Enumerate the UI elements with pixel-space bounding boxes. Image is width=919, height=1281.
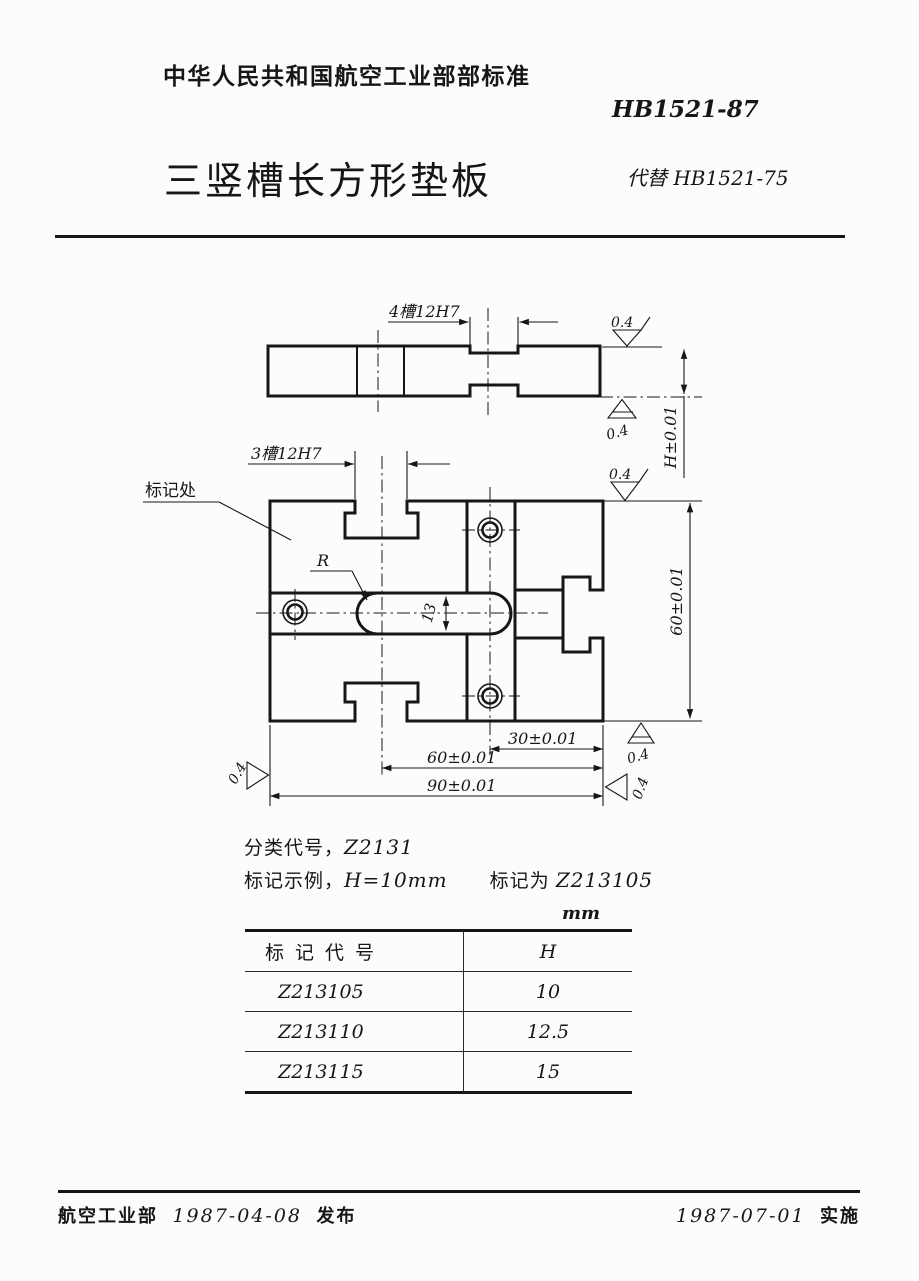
cell-h: 12.5 — [463, 1012, 632, 1051]
surface-finish-mark: 0.4 — [604, 773, 653, 802]
surface-finish-mark: 0.4 — [600, 396, 702, 444]
table-row: Z213115 15 — [245, 1051, 632, 1091]
implementation-label: 实施 — [820, 1206, 860, 1226]
table-row: Z213110 12.5 — [245, 1011, 632, 1051]
height-dimension: H±0.01 — [661, 349, 688, 478]
footer-issue: 航空工业部 1987-04-08 发布 — [58, 1202, 356, 1228]
marking-example-note: 标记示例，H=10mm 标记为 Z213105 — [244, 866, 653, 893]
svg-text:0.4: 0.4 — [625, 746, 651, 767]
svg-text:H±0.01: H±0.01 — [661, 406, 680, 470]
cell-code: Z213105 — [278, 980, 364, 1003]
svg-text:R: R — [316, 551, 329, 570]
table-header-row: 标记代号 H — [245, 932, 632, 971]
surface-finish-mark: 0.4 — [625, 721, 656, 767]
footer-implementation: 1987-07-01 实施 — [666, 1202, 860, 1228]
svg-text:60±0.01: 60±0.01 — [667, 566, 686, 635]
parameter-table: 标记代号 H Z213105 10 Z213110 12.5 Z213115 1… — [245, 929, 632, 1094]
mark-location-label: 标记处 — [143, 481, 292, 541]
classification-note: 分类代号，Z2131 — [244, 833, 414, 860]
mark-value: Z213105 — [555, 868, 654, 892]
cell-code: Z213110 — [278, 1020, 364, 1043]
svg-text:0.4: 0.4 — [630, 775, 653, 801]
svg-text:0.4: 0.4 — [611, 315, 633, 331]
svg-text:0.4: 0.4 — [605, 422, 631, 443]
issue-label: 发布 — [316, 1206, 357, 1226]
surface-finish-mark: 0.4 — [602, 315, 662, 348]
mark-label: 标记为 — [489, 871, 550, 892]
issuing-org: 航空工业部 — [58, 1206, 158, 1226]
standard-number: HB1521-87 — [612, 96, 759, 123]
slot4-dimension-label: 4槽12H7 — [388, 302, 460, 321]
side-view-outline — [266, 344, 602, 398]
example-condition: H=10mm — [344, 868, 448, 892]
class-code-label: 分类代号， — [244, 838, 345, 859]
document-title: 三竖槽长方形垫板 — [164, 161, 493, 203]
svg-text:标记处: 标记处 — [145, 481, 196, 500]
svg-text:3槽12H7: 3槽12H7 — [251, 444, 322, 463]
radius-label: R — [310, 551, 368, 601]
cell-code: Z213115 — [278, 1060, 364, 1083]
table-unit: mm — [562, 903, 601, 924]
footer: 航空工业部 1987-04-08 发布 1987-07-01 实施 — [58, 1190, 860, 1228]
header-divider — [55, 235, 845, 238]
right-t-slot — [561, 575, 605, 654]
side-view: 4槽12H7 0.4 0.4 H±0.01 — [266, 302, 702, 478]
height-dimension-60: 60±0.01 — [603, 500, 702, 722]
standard-org-title: 中华人民共和国航空工业部部标准 — [163, 63, 531, 89]
dim-30: 30±0.01 — [508, 729, 577, 748]
replaces-note: 代替 HB1521-75 — [627, 166, 789, 190]
column-header-code: 标记代号 — [265, 943, 386, 964]
hole-top-right — [462, 517, 520, 543]
surface-finish-mark: 0.4 — [609, 467, 649, 502]
svg-text:0.4: 0.4 — [609, 467, 631, 483]
dim-90: 90±0.01 — [427, 776, 496, 795]
svg-text:13: 13 — [418, 601, 440, 624]
cell-h: 15 — [463, 1052, 632, 1091]
hole-bottom-right — [462, 683, 520, 709]
example-label: 标记示例， — [244, 871, 345, 892]
issue-date: 1987-04-08 — [172, 1205, 302, 1227]
dim-60: 60±0.01 — [427, 748, 496, 767]
surface-finish-mark: 0.4 — [225, 760, 270, 791]
slot3-dimension: 3槽12H7 — [248, 444, 450, 499]
table-row: Z213105 10 — [245, 971, 632, 1011]
plan-view: 3槽12H7 标记处 R 13 — [143, 444, 702, 806]
bottom-t-slot — [343, 681, 420, 723]
column-header-h: H — [463, 932, 632, 971]
width-dimensions: 30±0.01 60±0.01 90±0.01 — [269, 725, 604, 806]
slot-width-dimension: 13 — [418, 596, 450, 631]
hole-left — [282, 589, 308, 640]
class-code-value: Z2131 — [344, 835, 414, 859]
implementation-date: 1987-07-01 — [676, 1205, 806, 1227]
cell-h: 10 — [463, 972, 632, 1011]
